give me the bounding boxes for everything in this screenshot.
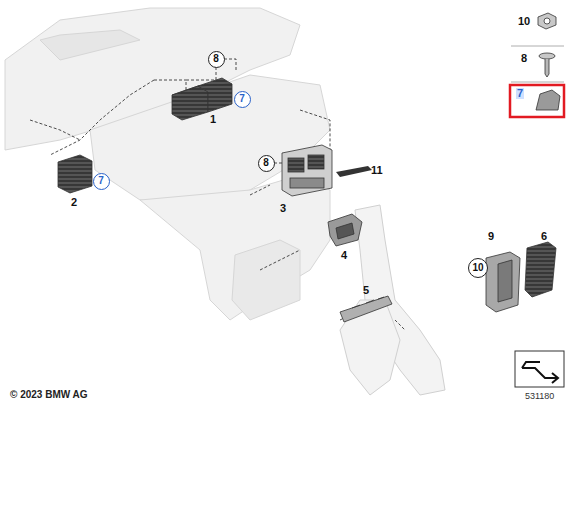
callout-number: 3 bbox=[280, 203, 286, 214]
callout-number: 8 bbox=[263, 158, 269, 168]
copyright-note: © 2023 BMW AG bbox=[10, 390, 88, 400]
callout-number: 6 bbox=[541, 231, 547, 242]
callout-number: 7 bbox=[98, 176, 104, 186]
callout-number: 8 bbox=[213, 54, 219, 64]
callout-number: 10 bbox=[472, 263, 483, 273]
callout-number: 10 bbox=[518, 16, 530, 27]
callout-number: 2 bbox=[71, 197, 77, 208]
callout-number: 4 bbox=[341, 250, 347, 261]
callout-circle: 10 bbox=[468, 258, 488, 278]
callout-number: 7 bbox=[239, 94, 245, 104]
callout-circle: 7 bbox=[93, 173, 110, 190]
callout-number: 7 bbox=[516, 88, 524, 99]
callout-circle: 8 bbox=[208, 51, 225, 68]
callout-circle: 7 bbox=[234, 91, 251, 108]
callout-number: 11 bbox=[371, 165, 383, 176]
callout-number: 1 bbox=[210, 114, 216, 125]
callout-number: 8 bbox=[521, 53, 527, 64]
diagram-number: 531180 bbox=[525, 392, 554, 401]
callout-circle: 8 bbox=[258, 155, 275, 172]
callout-number: 9 bbox=[488, 231, 494, 242]
callout-number: 5 bbox=[363, 285, 369, 296]
